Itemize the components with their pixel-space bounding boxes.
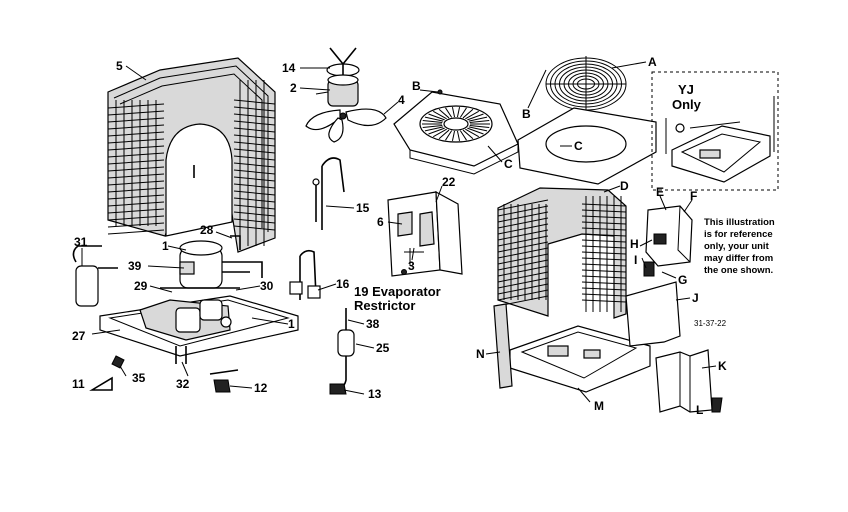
- corner-panel-k: [655, 349, 723, 413]
- label-3: 3: [408, 259, 415, 273]
- access-panel-e: [643, 205, 693, 277]
- fan-motor: [315, 47, 360, 107]
- base-pan-left: [99, 295, 299, 364]
- reference-code: 31-37-22: [694, 319, 727, 328]
- label-5: 5: [116, 59, 123, 73]
- leader-lines: [81, 61, 717, 403]
- label-28: 28: [200, 223, 214, 237]
- yj-label: YJ: [678, 82, 694, 97]
- label-22: 22: [442, 175, 456, 189]
- service-panel-j: [625, 281, 681, 347]
- label-27: 27: [72, 329, 86, 343]
- label-M: M: [594, 399, 604, 413]
- label-19-evaporator: 19 Evaporator: [354, 284, 441, 299]
- label-6: 6: [377, 215, 384, 229]
- fan-guard: [545, 56, 627, 111]
- top-panel-right: [517, 107, 657, 185]
- label-38: 38: [366, 317, 380, 331]
- label-30: 30: [260, 279, 274, 293]
- label-15: 15: [356, 201, 370, 215]
- top-cover-grille: [393, 89, 519, 175]
- note-line-4: may differ from: [704, 253, 773, 264]
- label-J: J: [692, 291, 699, 305]
- label-14: 14: [282, 61, 296, 75]
- label-H: H: [630, 237, 639, 251]
- label-31: 31: [74, 235, 88, 249]
- label-C-right: C: [574, 139, 583, 153]
- disclaimer-note: This illustration is for reference only,…: [704, 217, 775, 276]
- label-2: 2: [290, 81, 297, 95]
- filter-drier: [329, 269, 407, 395]
- discharge-tube: [312, 157, 345, 230]
- label-19-restrictor: Restrictor: [354, 298, 415, 313]
- label-I: I: [634, 253, 637, 267]
- label-L: L: [696, 403, 703, 417]
- note-line-1: This illustration: [704, 217, 775, 228]
- condenser-coil-wrap: [107, 57, 276, 253]
- label-N: N: [476, 347, 485, 361]
- small-parts-left: [89, 355, 239, 393]
- label-39: 39: [128, 259, 142, 273]
- yj-only-label: Only: [672, 97, 702, 112]
- compressor-assembly: [72, 235, 263, 307]
- label-32: 32: [176, 377, 190, 391]
- label-D: D: [620, 179, 629, 193]
- note-line-5: the one shown.: [704, 265, 773, 276]
- fan-blade: [305, 108, 387, 143]
- label-K: K: [718, 359, 727, 373]
- label-B-center: B: [412, 79, 421, 93]
- label-35: 35: [132, 371, 146, 385]
- label-E: E: [656, 185, 664, 199]
- label-G: G: [678, 273, 687, 287]
- yj-only-inset: [651, 71, 779, 191]
- label-11: 11: [72, 377, 85, 391]
- label-25: 25: [376, 341, 390, 355]
- label-13: 13: [368, 387, 382, 401]
- label-1-top: 1: [162, 239, 169, 253]
- label-12: 12: [254, 381, 268, 395]
- label-F: F: [690, 189, 697, 203]
- control-box: [387, 190, 463, 277]
- label-C-center: C: [504, 157, 513, 171]
- label-B-right: B: [522, 107, 531, 121]
- corner-panel-n: [493, 303, 513, 389]
- part-labels: 5 14 2 4 15 22 6 3 28 31 39 1 29 30 16 1…: [72, 55, 775, 417]
- label-1-bottom: 1: [288, 317, 295, 331]
- label-29: 29: [134, 279, 148, 293]
- note-line-2: is for reference: [704, 229, 773, 240]
- label-A: A: [648, 55, 657, 69]
- label-16: 16: [336, 277, 350, 291]
- service-valves: [289, 249, 321, 300]
- condenser-coil-right: [497, 187, 627, 319]
- label-4: 4: [398, 93, 405, 107]
- note-line-3: only, your unit: [704, 241, 770, 252]
